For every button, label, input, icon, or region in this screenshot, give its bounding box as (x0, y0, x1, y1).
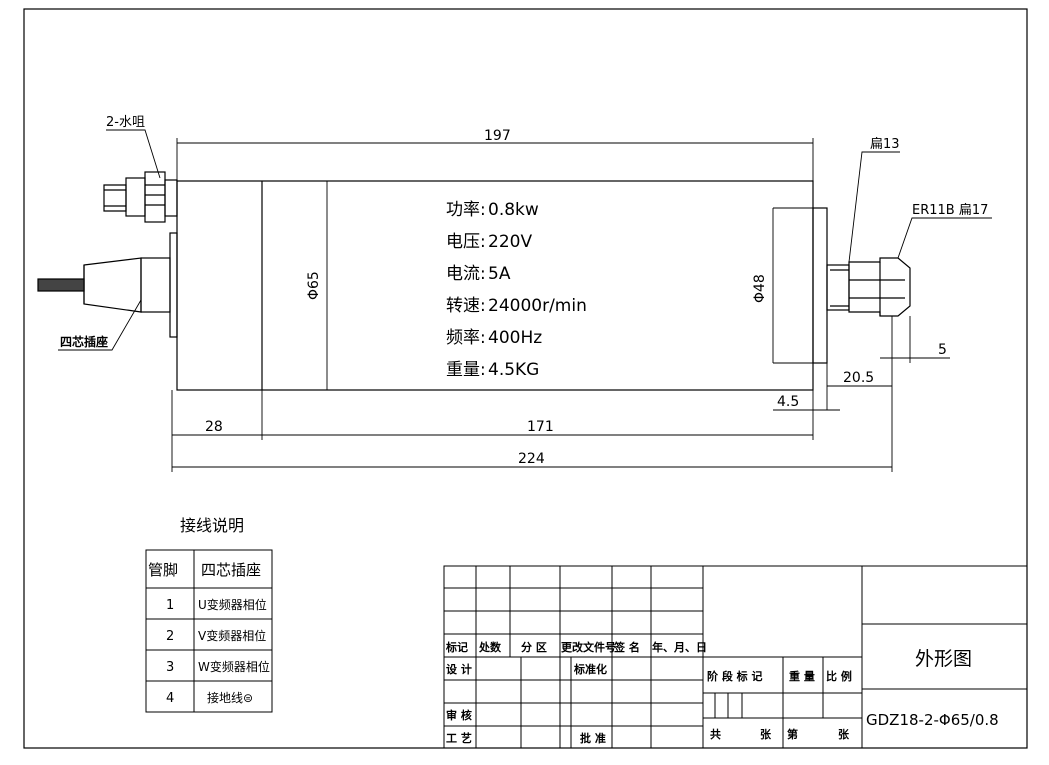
callout-water-nozzle: 2-水咀 (106, 115, 145, 130)
tb-total: 共 (710, 727, 721, 741)
tb-approve: 批 准 (580, 731, 606, 745)
dim-171: 171 (527, 419, 554, 435)
wiring-row-pin: 4 (166, 691, 174, 706)
callout-flat13: 扁13 (870, 137, 900, 152)
spec-weight-value: 4.5KG (488, 360, 539, 380)
wiring-row-pin: 3 (166, 660, 174, 675)
tb-weight: 重 量 (789, 669, 815, 683)
spec-frequency-value: 400Hz (488, 328, 542, 348)
wiring-row-desc: V变频器相位 (198, 628, 266, 643)
tb-sheet-no: 第 (787, 727, 798, 741)
wiring-row-pin: 2 (166, 629, 174, 644)
four-pin-connector (37, 257, 171, 313)
drawing-name: 外形图 (915, 648, 972, 670)
tb-stage-mark: 阶 段 标 记 (707, 669, 763, 683)
wiring-row-desc: W变频器相位 (198, 659, 270, 674)
spec-speed-value: 24000r/min (488, 296, 587, 316)
dim-28: 28 (205, 419, 223, 435)
spec-speed-label: 转速: (446, 296, 486, 316)
tb-change-doc: 更改文件号 (561, 640, 616, 654)
callout-collet: ER11B 扁17 (912, 203, 988, 218)
title-block: 标记 处数 分 区 更改文件号 签 名 年、月、日 设 计 标准化 阶 段 标 … (443, 565, 1028, 749)
tb-ratio: 比 例 (826, 669, 852, 683)
collet-nut (826, 257, 911, 317)
wiring-row-desc: 接地线⊜ (207, 690, 253, 705)
dim-diameter-48: Φ48 (752, 274, 768, 303)
dim-197: 197 (484, 128, 511, 144)
wiring-table: 接线说明 管脚 四芯插座 1 U变频器相位 2 V变频器相位 3 W变频器相位 … (145, 516, 273, 713)
wiring-row-pin: 1 (166, 598, 174, 613)
spindle-drawing (37, 171, 911, 391)
spec-voltage-value: 220V (488, 232, 532, 252)
tb-date: 年、月、日 (652, 640, 707, 654)
wiring-title: 接线说明 (180, 516, 244, 535)
tb-standardize: 标准化 (573, 662, 607, 676)
spec-current-value: 5A (488, 264, 511, 284)
dim-diameter-65: Φ65 (306, 271, 322, 300)
tb-sign: 签 名 (613, 640, 640, 654)
spec-power-label: 功率: (446, 200, 486, 220)
drawing-number: GDZ18-2-Φ65/0.8 (866, 711, 999, 729)
tb-zone: 分 区 (521, 640, 547, 654)
spec-frequency-label: 频率: (446, 328, 486, 348)
dim-224: 224 (518, 451, 545, 467)
tb-mark: 标记 (445, 640, 468, 654)
tb-count: 处数 (478, 640, 502, 654)
dim-20-5: 20.5 (843, 370, 874, 386)
spec-power-value: 0.8kw (488, 200, 539, 220)
tb-process: 工 艺 (446, 731, 472, 745)
tb-review: 审 核 (446, 708, 472, 722)
dimension-lines (58, 129, 992, 472)
spec-voltage-label: 电压: (446, 232, 486, 252)
dim-4-5: 4.5 (777, 394, 799, 410)
wiring-row-desc: U变频器相位 (198, 597, 267, 612)
wiring-header-pin: 管脚 (148, 561, 178, 579)
water-nozzle (103, 171, 178, 223)
spec-weight-label: 重量: (446, 360, 486, 380)
dim-5: 5 (938, 342, 947, 358)
callout-connector: 四芯插座 (60, 334, 108, 349)
tb-design: 设 计 (446, 662, 472, 676)
rear-cap (169, 232, 178, 338)
nose-flange (812, 207, 828, 364)
wiring-header-desc: 四芯插座 (201, 561, 261, 579)
tb-sheets: 张 (838, 727, 850, 741)
tb-sheets: 张 (760, 727, 772, 741)
spec-list: 功率: 0.8kw 电压: 220V 电流: 5A 转速: 24000r/min… (446, 200, 587, 380)
spec-current-label: 电流: (446, 264, 486, 284)
